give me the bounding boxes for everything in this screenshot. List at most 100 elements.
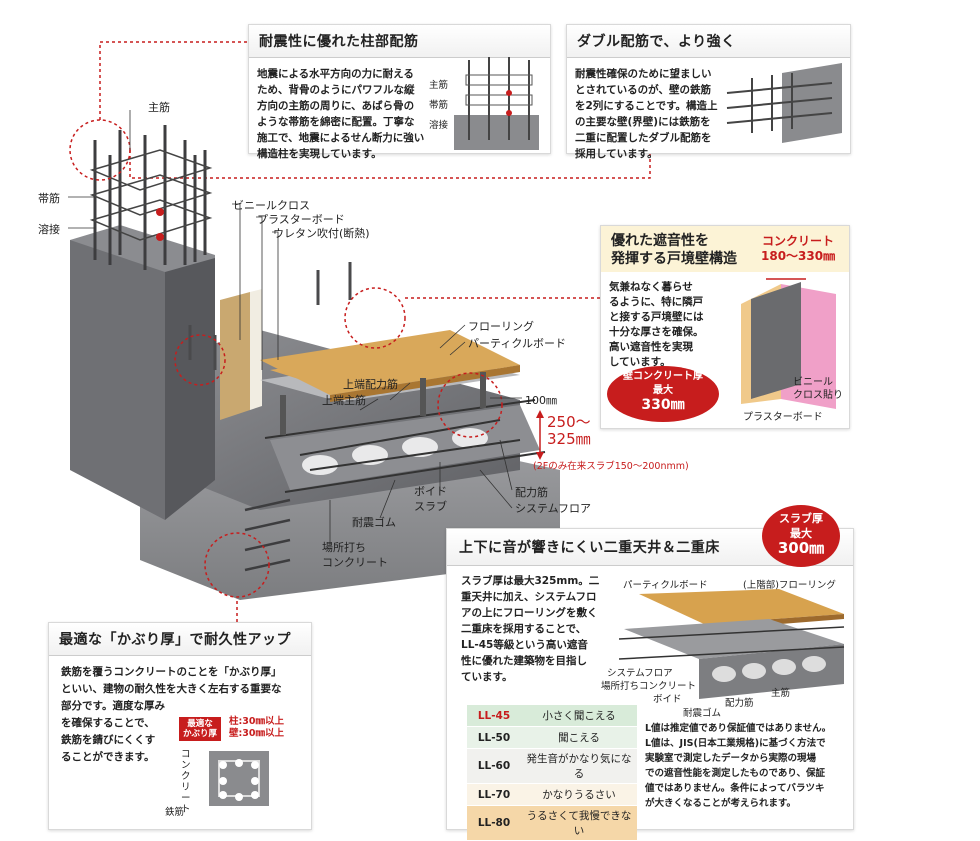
concrete-range: コンクリート 180〜330㎜ [761, 234, 835, 264]
cover-section-diagram [209, 751, 269, 806]
ll-value: うるさくて我慢できない [521, 805, 637, 841]
note-line: L値は、JIS(日本工業規格)に基づく方法で [645, 738, 826, 749]
label-dist-rebar: 配力筋 [515, 486, 548, 499]
ceiling-body-line: スラブ厚は最大325mm。二 [461, 575, 600, 587]
cover-dims: 柱:30㎜以上 壁:30㎜以上 [229, 716, 284, 740]
ll-value: 発生音がかなり気になる [521, 748, 637, 784]
slab-thickness-line2: 325㎜ [547, 430, 591, 448]
ll-value: かなりうるさい [521, 783, 637, 806]
label-vinyl-cloth: ビニールクロス [233, 199, 310, 212]
column-panel-title: 耐震性に優れた柱部配筋 [249, 25, 550, 58]
sound-vinyl-label: ビニール クロス貼り [793, 376, 843, 402]
label-flooring: フローリング [468, 320, 534, 333]
cover-thickness-panel: 最適な「かぶり厚」で耐久性アップ 鉄筋を覆うコンクリートのことを「かぶり厚」 と… [48, 622, 312, 830]
label-cast-concrete: 場所打ち コンクリート [322, 540, 388, 570]
column-block [165, 258, 215, 520]
double-body-line: を2列にすることです。構造上 [575, 100, 718, 112]
ll-key: LL-70 [467, 783, 521, 806]
dims-wall: 壁:30㎜以上 [229, 728, 285, 739]
note-line: が大きくなることが考えられます。 [645, 798, 797, 809]
ceiling-body-line: 二重床を採用することで、 [461, 623, 587, 635]
note-line: L値は推定値であり保証値ではありません。 [645, 723, 832, 734]
sound-body-line: と接する戸境壁には [609, 311, 704, 323]
wall-thickness-badge: 壁コンクリート厚 最大 330㎜ [607, 366, 719, 422]
concrete-range-value: 180〜330㎜ [761, 249, 836, 263]
ceiling-void-label: ボイド [653, 694, 682, 705]
ceiling-main-label: 主筋 [771, 688, 791, 699]
ll-key: LL-80 [467, 805, 521, 841]
double-panel-body: 耐震性確保のために望ましい とされているのが、壁の鉄筋 を2列にすることです。構… [567, 58, 733, 170]
double-body-line: 二重に配置したダブル配筋を [575, 132, 712, 144]
double-body-line: の主要な壁(界壁)には鉄筋を [575, 116, 711, 128]
cover-panel-title: 最適な「かぶり厚」で耐久性アップ [49, 623, 311, 656]
ceiling-panel-title: 上下に音が響きにくい二重天井＆二重床 [447, 529, 853, 566]
double-rebar-thumbnail [726, 63, 842, 143]
double-panel-title: ダブル配筋で、より強く [567, 25, 850, 58]
ceiling-system-label: システムフロア [607, 668, 673, 679]
cast-line1: 場所打ち [322, 541, 366, 554]
ceiling-body-line: LL-45等級という高い遮音 [461, 639, 588, 651]
column-body-line: 地震による水平方向の力に耐える [257, 68, 414, 80]
concrete-range-label: コンクリート [762, 234, 835, 248]
cover-body-line: 鉄筋を錆びにくくす [61, 734, 156, 746]
column-body-line: 方向の主筋の周りに、あばら骨の [257, 100, 415, 112]
ceiling-body-line: 性に優れた建築物を目指し [461, 655, 587, 667]
note-line: 値ではありません。条件によってバラツキ [645, 783, 825, 794]
slab-badge-line3: 300㎜ [777, 539, 825, 557]
column-rebar-panel: 耐震性に優れた柱部配筋 地震による水平方向の力に耐える ため、背骨のようにパワフ… [248, 24, 551, 160]
label-seismic-rubber: 耐震ゴム [352, 516, 396, 529]
ll-key: LL-45 [467, 705, 521, 727]
void-line2: スラブ [414, 500, 447, 513]
ll-value: 小さく聞こえる [521, 705, 637, 727]
label-hoop: 帯筋 [38, 192, 60, 205]
note-line: 実験室で測定したデータから実際の現場 [645, 753, 817, 764]
thumb-weld-label: 溶接 [429, 120, 449, 131]
column-body-line: ような帯筋を綿密に配置。丁寧な [257, 116, 415, 128]
label-weld: 溶接 [38, 223, 60, 236]
label-2f-note: (2Fのみ在来スラブ150〜200nmm) [533, 461, 689, 472]
sound-body-line: 高い遮音性を実現 [609, 341, 693, 353]
cast-line2: コンクリート [322, 556, 388, 569]
sound-plaster-label: プラスターボード [743, 412, 823, 423]
label-upper-dist-rebar: 上端配力筋 [343, 378, 398, 391]
note-line: での遮音性能を測定したものであり、保証 [645, 768, 826, 779]
label-urethane: ウレタン吹付(断熱) [273, 227, 370, 240]
sound-panel-body: 気兼ねなく暮らせ るように、特に隣戸 と接する戸境壁には 十分な厚さを確保。 高… [605, 276, 723, 374]
cover-concrete-label: コンクリート [181, 749, 191, 815]
ll-key: LL-60 [467, 748, 521, 784]
ceiling-panel-body: スラブ厚は最大325mm。二 重天井に加え、システムフロ アの上にフローリングを… [453, 569, 629, 689]
dims-column: 柱:30㎜以上 [229, 716, 285, 727]
label-slab-thickness: 250〜 325㎜ [547, 414, 591, 448]
ceiling-flooring-label: (上階部)フローリング [743, 580, 836, 591]
sound-title-line2: 発揮する戸境壁構造 [611, 251, 737, 267]
sound-panel-header [601, 226, 849, 272]
label-plaster-board: プラスターボード [257, 213, 345, 226]
column-body-line: 施工で、地震によるせん断力に強い [257, 132, 425, 144]
wall-badge-line1: 壁コンクリート厚 [623, 371, 703, 382]
label-void-slab: ボイド スラブ [414, 484, 447, 514]
column-body-line: 構造柱を実現しています。 [257, 148, 382, 160]
sound-panel-title: 優れた遮音性を 発揮する戸境壁構造 [611, 232, 737, 268]
sound-vinyl-line2: クロス貼り [793, 390, 843, 401]
sound-body-line: 気兼ねなく暮らせ [609, 281, 693, 293]
ceiling-cast-label: 場所打ちコンクリート [601, 681, 697, 692]
sound-wall-panel: 優れた遮音性を 発揮する戸境壁構造 コンクリート 180〜330㎜ 気兼ねなく暮… [600, 225, 850, 429]
double-body-line: 採用しています。 [575, 148, 658, 160]
optimal-cover-tag: 最適な かぶり厚 [179, 717, 222, 741]
cover-panel-body: 鉄筋を覆うコンクリートのことを「かぶり厚」 といい、建物の耐久性を大きく左右する… [49, 656, 311, 774]
slab-badge-line1: スラブ厚 [779, 512, 823, 525]
ceiling-body-line: 重天井に加え、システムフロ [461, 591, 597, 603]
sound-title-line1: 優れた遮音性を [611, 233, 709, 249]
ceiling-dist-label: 配力筋 [725, 698, 754, 709]
tag-line2: かぶり厚 [183, 729, 218, 739]
column-thumbnail [454, 57, 539, 150]
l-value-note: L値は推定値であり保証値ではありません。 L値は、JIS(日本工業規格)に基づく… [643, 719, 852, 813]
cover-body-line: 鉄筋を覆うコンクリートのことを「かぶり厚」 [61, 666, 282, 678]
slab-badge-line2: 最大 [790, 527, 812, 540]
void-line1: ボイド [414, 485, 447, 498]
sound-body-line: るように、特に隣戸 [609, 296, 704, 308]
